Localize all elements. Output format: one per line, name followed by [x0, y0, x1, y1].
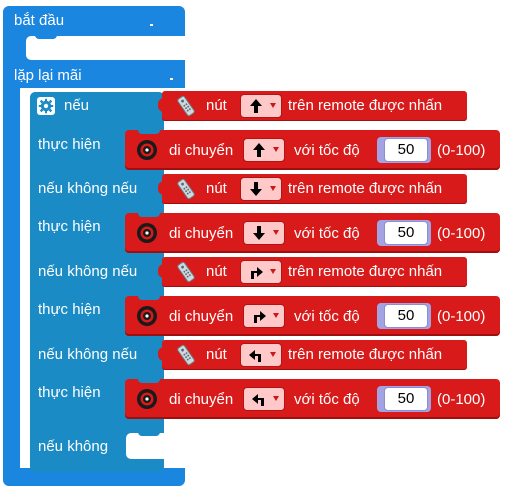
speed-input[interactable]: 50 [384, 387, 428, 411]
speed-input-wrap: 50 [377, 220, 431, 246]
move-label: di chuyển [169, 142, 234, 159]
remote-icon [177, 261, 195, 283]
remote-button-condition[interactable]: nút trên remote được nhấn [158, 91, 467, 121]
speed-input-wrap: 50 [377, 303, 431, 329]
then-label: thực hiện [38, 136, 101, 153]
wheel-icon [137, 306, 157, 326]
condition-suffix: trên remote được nhấn [288, 263, 443, 280]
elseif-label: nếu không nếu [38, 180, 138, 197]
condition-suffix: trên remote được nhấn [288, 346, 443, 363]
move-motor-block[interactable]: di chuyển với tốc độ 50 (0-100) [125, 212, 500, 253]
speed-range: (0-100) [437, 308, 486, 325]
turn-right-arrow-icon [251, 267, 263, 279]
then-label: thực hiện [38, 218, 101, 235]
then-label: thực hiện [38, 384, 101, 401]
condition-prefix: nút [206, 97, 227, 114]
wheel-icon [137, 140, 157, 160]
remote-icon [177, 95, 195, 117]
loop-block-dot [170, 78, 173, 80]
condition-suffix: trên remote được nhấn [288, 97, 443, 114]
turn-left-arrow-icon [249, 350, 261, 362]
chevron-down-icon [273, 396, 279, 401]
move-motor-block[interactable]: di chuyển với tốc độ 50 (0-100) [125, 129, 500, 170]
move-label: di chuyển [169, 225, 234, 242]
speed-label: với tốc độ [294, 308, 360, 325]
down-arrow-icon [253, 226, 265, 240]
chevron-down-icon [270, 269, 276, 274]
turn-left-arrow-icon [252, 394, 264, 406]
else-label: nếu không [38, 438, 109, 455]
remote-button-condition[interactable]: nút trên remote được nhấn [158, 257, 467, 287]
remote-button-condition[interactable]: nút trên remote được nhấn [158, 340, 467, 370]
direction-dropdown[interactable] [243, 304, 285, 328]
start-block-slot-tab [35, 34, 57, 39]
speed-range: (0-100) [437, 391, 486, 408]
arrow-dropdown[interactable] [240, 343, 282, 367]
wheel-icon [137, 223, 157, 243]
condition-prefix: nút [206, 346, 227, 363]
move-label: di chuyển [169, 391, 234, 408]
remote-icon [177, 344, 195, 366]
down-arrow-icon [250, 182, 262, 196]
gear-icon[interactable] [37, 97, 55, 115]
move-motor-block[interactable]: di chuyển với tốc độ 50 (0-100) [125, 295, 500, 336]
speed-input[interactable]: 50 [384, 304, 428, 328]
start-block-dot [150, 24, 153, 26]
arrow-dropdown[interactable] [240, 94, 282, 118]
arrow-dropdown[interactable] [240, 260, 282, 284]
up-arrow-icon [253, 143, 265, 157]
speed-input-wrap: 50 [377, 386, 431, 412]
speed-range: (0-100) [437, 142, 486, 159]
elseif-label: nếu không nếu [38, 346, 138, 363]
direction-dropdown[interactable] [243, 221, 285, 245]
condition-suffix: trên remote được nhấn [288, 180, 443, 197]
move-motor-block[interactable]: di chuyển với tốc độ 50 (0-100) [125, 378, 500, 419]
chevron-down-icon [270, 186, 276, 191]
speed-label: với tốc độ [294, 142, 360, 159]
chevron-down-icon [270, 352, 276, 357]
move-label: di chuyển [169, 308, 234, 325]
direction-dropdown[interactable] [243, 387, 285, 411]
remote-icon [177, 178, 195, 200]
elseif-label: nếu không nếu [38, 263, 138, 280]
remote-button-condition[interactable]: nút trên remote được nhấn [158, 174, 467, 204]
speed-input[interactable]: 50 [384, 221, 428, 245]
speed-input-wrap: 50 [377, 137, 431, 163]
condition-prefix: nút [206, 263, 227, 280]
direction-dropdown[interactable] [243, 138, 285, 162]
condition-prefix: nút [206, 180, 227, 197]
chevron-down-icon [273, 147, 279, 152]
speed-label: với tốc độ [294, 391, 360, 408]
start-block-label: bắt đầu [14, 12, 65, 29]
speed-input[interactable]: 50 [384, 138, 428, 162]
speed-range: (0-100) [437, 225, 486, 242]
loop-block-label: lặp lại mãi [14, 67, 82, 84]
turn-right-arrow-icon [254, 311, 266, 323]
then-label: thực hiện [38, 301, 101, 318]
up-arrow-icon [250, 99, 262, 113]
if-block-else-slot [126, 433, 176, 459]
if-label: nếu [64, 97, 90, 114]
wheel-icon [137, 389, 157, 409]
start-block-slot [26, 36, 185, 60]
chevron-down-icon [273, 313, 279, 318]
chevron-down-icon [273, 230, 279, 235]
speed-label: với tốc độ [294, 225, 360, 242]
arrow-dropdown[interactable] [240, 177, 282, 201]
if-block-else-slot-tab [138, 431, 160, 436]
chevron-down-icon [270, 103, 276, 108]
